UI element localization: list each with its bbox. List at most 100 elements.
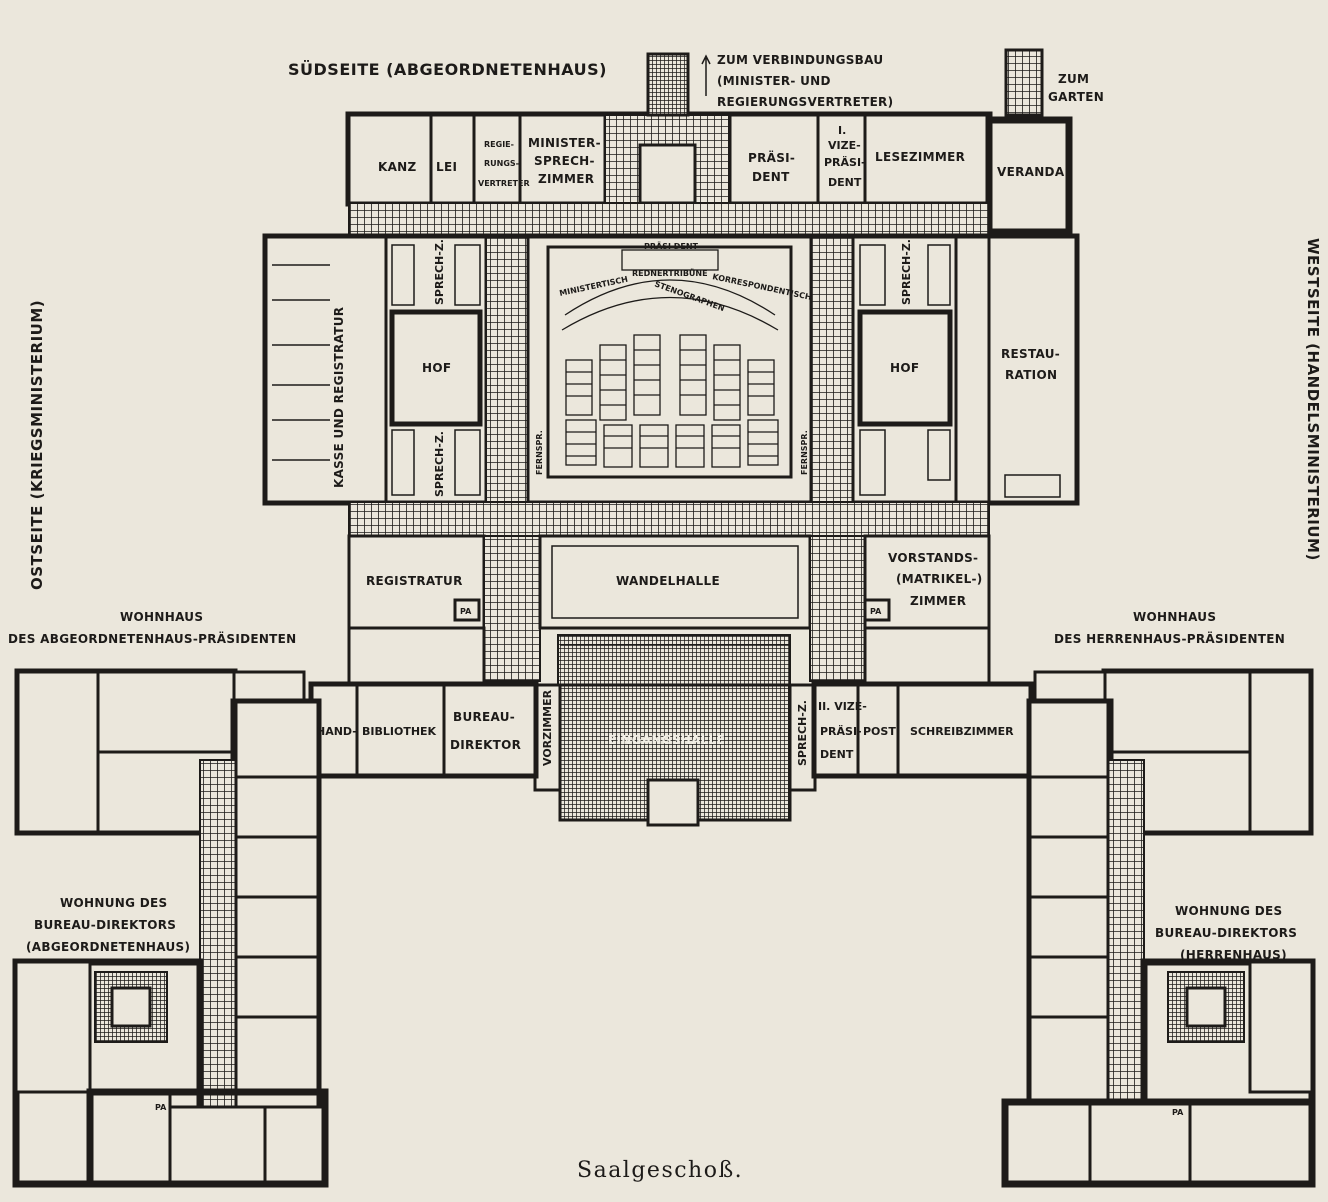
label-verbindungsbau-2: (MINISTER- UND (717, 74, 831, 88)
label-vize1-1: I. (838, 124, 846, 137)
label-wohnhaus-left-2: DES ABGEORDNETENHAUS-PRÄSIDENTEN (8, 631, 297, 646)
court-west (857, 309, 953, 427)
label-fernspr-west: FERNSPR. (800, 430, 809, 475)
room-bureau-direktor (442, 683, 537, 777)
room-vizepraesident-2 (813, 683, 860, 777)
label-bureau-1: BUREAU- (453, 710, 515, 724)
label-fernspr-east: FERNSPR. (535, 430, 544, 475)
entrance-stair (557, 634, 791, 688)
label-pa-right: PA (1172, 1108, 1184, 1117)
south-stair (638, 143, 697, 205)
label-wohnung-left-3: (ABGEORDNETENHAUS) (26, 940, 190, 954)
label-eingangshalle: EINGANGSHALLE (608, 733, 725, 747)
label-vize1-2: VIZE- (828, 139, 861, 152)
label-wohnung-right-2: BUREAU-DIREKTORS (1155, 926, 1297, 940)
label-regierungsvertreter-2: RUNGS- (484, 159, 519, 168)
label-vorzimmer: VORZIMMER (541, 689, 554, 766)
corridor-west (810, 236, 854, 503)
corridor-east (485, 236, 529, 503)
main-block (262, 202, 1080, 687)
corridor-east-lower (483, 535, 541, 682)
label-minister-3: ZIMMER (538, 172, 594, 186)
label-veranda: VERANDA (997, 165, 1065, 179)
plenary-hall (546, 245, 793, 479)
annotation-labels: SÜDSEITE (ABGEORDNETENHAUS) OSTSEITE (KR… (8, 53, 1322, 1183)
label-praesident-1: PRÄSI- (748, 150, 795, 165)
label-praesident-2: DENT (752, 170, 790, 184)
connector-verbindungsbau (647, 53, 689, 116)
label-wandelhalle: WANDELHALLE (616, 574, 720, 588)
label-wohnung-right-1: WOHNUNG DES (1175, 904, 1282, 918)
chamber-seating (561, 249, 779, 468)
label-verbindungsbau-3: REGIERUNGSVERTRETER) (717, 95, 893, 109)
right-corridor (1107, 759, 1145, 1108)
label-vize1-3: PRÄSI- (824, 155, 866, 169)
room-vizepraesident-1 (816, 113, 867, 205)
corridor-west-lower (809, 535, 866, 682)
label-ostseite: OSTSEITE (KRIEGSMINISTERIUM) (28, 300, 46, 590)
label-vorstands-1: VORSTANDS- (888, 551, 978, 565)
label-hof-west: HOF (890, 361, 919, 375)
label-wohnung-left-1: WOHNUNG DES (60, 896, 167, 910)
room-bibliothek (355, 683, 446, 777)
room-kanzlei-b (429, 113, 476, 205)
label-bibliothek: BIBLIOTHEK (362, 725, 437, 738)
label-schreibzimmer: SCHREIBZIMMER (910, 725, 1014, 738)
entrance-area (533, 545, 817, 827)
label-wohnhaus-right-1: WOHNHAUS (1133, 610, 1216, 624)
label-vize2-1: II. VIZE- (818, 700, 867, 713)
label-regierungsvertreter-3: VERTRETER (478, 179, 530, 188)
stair-west (863, 626, 991, 687)
label-pa-east: PA (460, 607, 472, 616)
court-east (389, 309, 483, 427)
label-wohnhaus-right-2: DES HERRENHAUS-PRÄSIDENTEN (1054, 631, 1285, 646)
label-rednertribuene: REDNERTRIBÜNE (632, 268, 708, 278)
label-sprech-z-se: SPRECH-Z. (433, 431, 446, 497)
label-restauration-1: RESTAU- (1001, 347, 1060, 361)
arrow-up-icon (701, 54, 711, 96)
room-kanzlei-a (347, 113, 433, 205)
label-sprech-z-south: SPRECH-Z. (796, 700, 809, 766)
room-sprechzimmer-south (788, 683, 817, 792)
label-post: POST (863, 725, 896, 738)
plan-caption: Saalgeschoß. (577, 1158, 743, 1183)
label-pa-west: PA (870, 607, 882, 616)
label-lesezimmer: LESEZIMMER (875, 150, 965, 164)
label-kasse: KASSE UND REGISTRATUR (332, 307, 346, 488)
label-chamber-praesident: PRÄSI DENT (644, 241, 699, 251)
label-garten-2: GARTEN (1048, 90, 1104, 104)
room-labels: KANZ LEI REGIE- RUNGS- VERTRETER MINISTE… (155, 124, 1184, 1117)
label-wohnung-right-3: (HERRENHAUS) (1180, 948, 1287, 962)
room-praesident (728, 113, 820, 205)
label-wohnung-left-2: BUREAU-DIREKTORS (34, 918, 176, 932)
stair-east (347, 626, 486, 687)
label-regierungsvertreter-1: REGIE- (484, 140, 514, 149)
label-verbindungsbau-1: ZUM VERBINDUNGSBAU (717, 53, 883, 67)
room-vorzimmer (533, 683, 562, 792)
left-corridor (199, 759, 237, 1108)
left-residence (12, 668, 329, 1188)
label-wohnhaus-left-1: WOHNHAUS (120, 610, 203, 624)
room-restauration (987, 235, 1078, 504)
garden-stair (1005, 49, 1043, 116)
label-vorstands-3: ZIMMER (910, 594, 966, 608)
corridor-south (348, 202, 990, 238)
court-details (272, 244, 1061, 498)
label-westseite: WESTSEITE (HANDELSMINISTERIUM) (1304, 238, 1322, 561)
right-residence (1001, 668, 1316, 1188)
label-pa-left: PA (155, 1103, 167, 1112)
label-minister-1: MINISTER- (528, 136, 601, 150)
label-sprech-z-ne: SPRECH-Z. (433, 239, 446, 305)
label-bureau-2: DIREKTOR (450, 738, 521, 752)
label-vorstands-2: (MATRIKEL-) (896, 572, 983, 586)
label-registratur: REGISTRATUR (366, 574, 463, 588)
label-suedseite: SÜDSEITE (ABGEORDNETENHAUS) (288, 60, 607, 79)
west-service (954, 235, 991, 504)
label-restauration-2: RATION (1005, 368, 1057, 382)
label-vize2-2: PRÄSI- (820, 724, 862, 738)
label-kanzlei-b: LEI (436, 160, 457, 174)
label-hand: HAND- (316, 725, 357, 738)
corridor-north (348, 501, 990, 537)
label-hof-east: HOF (422, 361, 451, 375)
